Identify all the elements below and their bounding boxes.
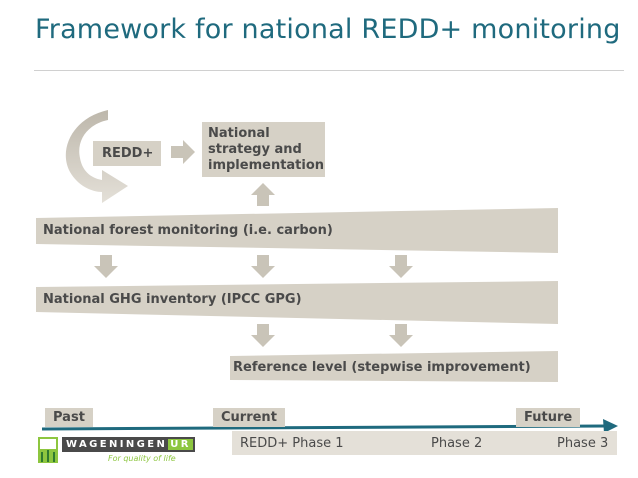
redd-box: REDD+ — [93, 141, 161, 166]
timeline-past-label: Past — [45, 408, 93, 427]
ghg-inventory-label: National GHG inventory (IPCC GPG) — [43, 292, 302, 307]
arrow-down-icon — [94, 255, 118, 278]
timeline-current-label: Current — [213, 408, 285, 427]
logo-tagline: For quality of life — [108, 454, 176, 463]
band-reference-level — [230, 351, 558, 382]
timeline-arrowhead-icon — [603, 419, 618, 433]
arrow-right-icon — [171, 140, 195, 164]
logo-name: WAGENINGEN — [66, 439, 168, 450]
strategy-label-line1: National — [208, 126, 270, 141]
cycle-arrow-icon — [65, 110, 128, 203]
redd-label: REDD+ — [102, 146, 154, 161]
title-divider — [34, 70, 624, 71]
arrow-down-icon — [251, 255, 275, 278]
reference-level-label: Reference level (stepwise improvement) — [233, 360, 531, 375]
forest-monitoring-label: National forest monitoring (i.e. carbon) — [43, 223, 333, 238]
strategy-label-line2: strategy and — [208, 142, 302, 157]
arrow-up-icon — [251, 183, 275, 206]
strategy-label-line3: implementation — [208, 158, 325, 173]
band-ghg-inventory — [36, 281, 558, 324]
timeline-future-label: Future — [516, 408, 581, 427]
phase-strip — [232, 431, 617, 455]
band-forest-monitoring — [36, 208, 558, 253]
phase2-label: Phase 2 — [431, 436, 483, 451]
page-title: Framework for national REDD+ monitoring — [35, 14, 621, 45]
wageningen-logo-icon — [38, 437, 58, 463]
arrow-down-icon — [251, 324, 275, 347]
arrow-down-icon — [389, 324, 413, 347]
logo-ur: UR — [168, 439, 193, 450]
phase3-label: Phase 3 — [557, 436, 609, 451]
strategy-box: National strategy and implementation — [202, 122, 325, 177]
timeline-axis — [41, 424, 607, 431]
arrow-down-icon — [389, 255, 413, 278]
phase1-label: REDD+ Phase 1 — [240, 436, 344, 451]
